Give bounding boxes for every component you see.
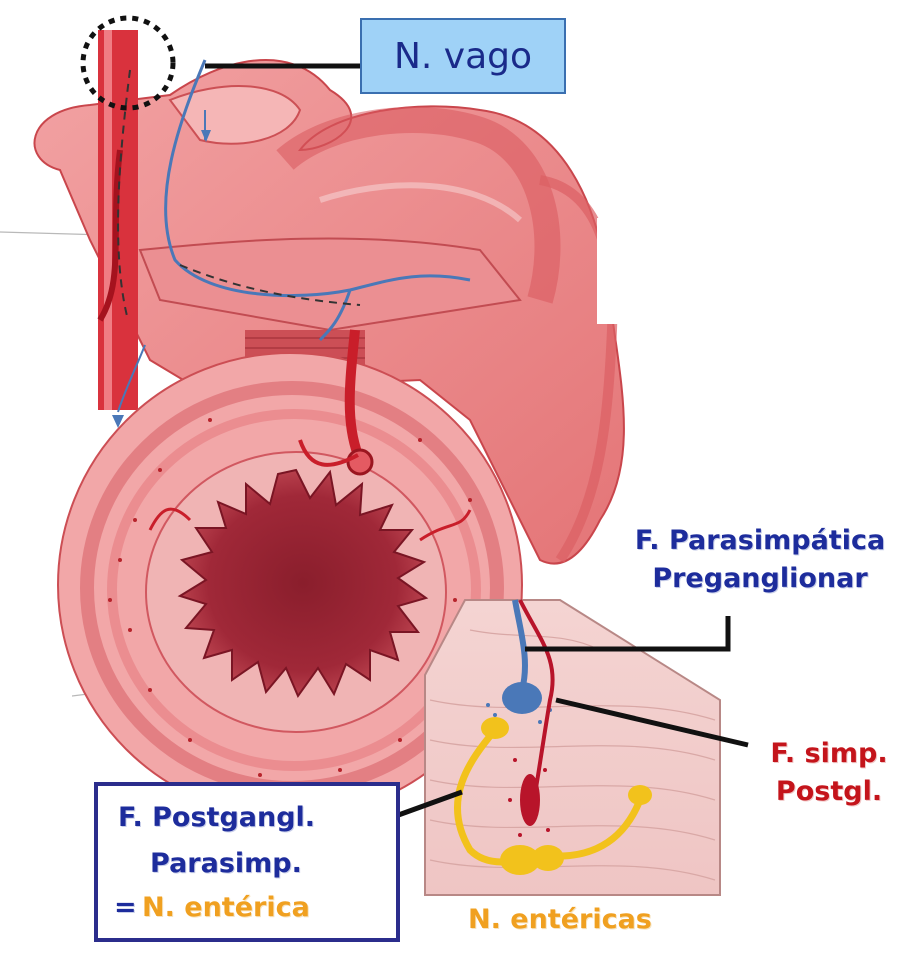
postganglionic-parasympathetic-line2: Parasimp. — [150, 848, 302, 879]
parasympathetic-preganglionic-label: F. Parasimpática Preganglionar — [610, 522, 910, 598]
vagus-label-box: N. vago — [360, 18, 566, 94]
vagus-label: N. vago — [394, 36, 532, 77]
parasympathetic-preganglionic-line2: Preganglionar — [610, 560, 910, 598]
equals-sign: = — [114, 892, 137, 923]
postganglionic-parasympathetic-line1: F. Postgangl. — [118, 802, 315, 833]
enteric-neuron-equivalence: N. entérica — [142, 892, 310, 923]
sympathetic-postganglionic-label: F. simp. Postgl. — [744, 735, 914, 811]
sympathetic-postganglionic-line2: Postgl. — [744, 773, 914, 811]
parasympathetic-preganglionic-line1: F. Parasimpática — [610, 522, 910, 560]
enteric-neurons-label: N. entéricas — [468, 904, 652, 935]
vertical-vessel — [98, 30, 138, 410]
postganglionic-parasympathetic-box: F. Postgangl. Parasimp. = N. entérica — [94, 782, 400, 942]
sympathetic-postganglionic-line1: F. simp. — [744, 735, 914, 773]
